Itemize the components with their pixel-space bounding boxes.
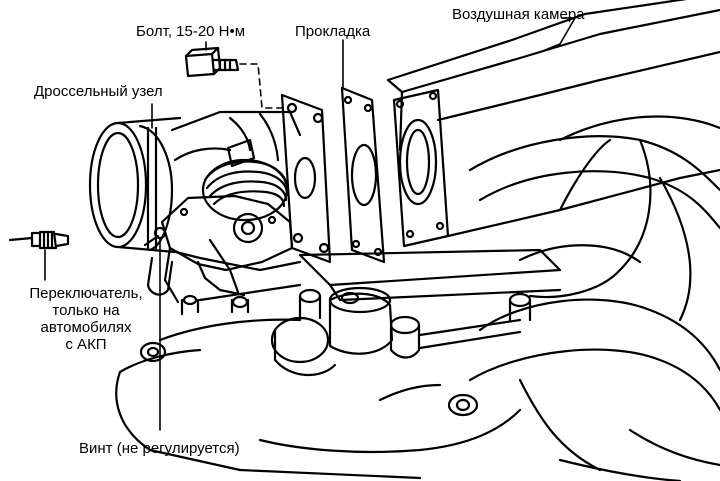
air-chamber-label: Воздушная камера [452,6,585,23]
leader-lines [44,17,576,431]
switch-label-line-2: только на [52,302,120,319]
gasket-label: Прокладка [295,23,371,40]
bolt-drawing [184,46,240,78]
switch-label-line-1: Переключатель, [29,285,143,302]
gasket-drawing [340,86,386,264]
air-chamber-drawing [386,0,720,481]
switch-label: Переключатель, только на автомобилях с А… [4,285,168,353]
bolt-label: Болт, 15-20 Н•м [136,23,246,40]
switch-label-line-4: с АКП [65,336,107,353]
switch-label-line-3: автомобилях [40,319,132,336]
screw-label: Винт (не регулируется) [79,440,240,457]
switch-drawing [8,230,70,250]
throttle-body-label: Дроссельный узел [34,83,163,100]
lower-manifold-drawing [115,248,562,480]
throttle-body-drawing [88,93,332,316]
